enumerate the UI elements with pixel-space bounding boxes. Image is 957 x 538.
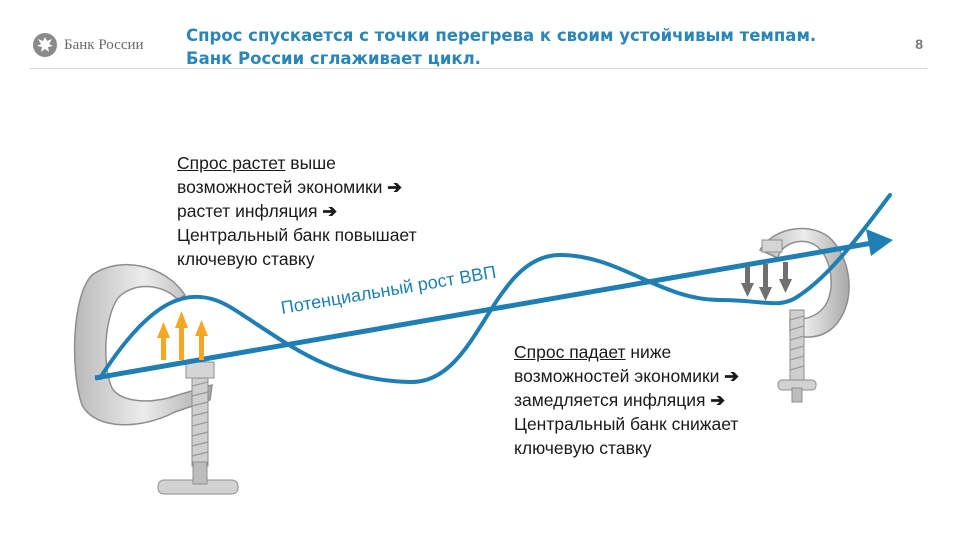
- up-arrows-icon: [157, 311, 208, 360]
- demand-rises-note: Спрос растет выше возможностей экономики…: [177, 151, 477, 271]
- note-top-line5: ключевую ставку: [177, 249, 315, 269]
- note-bottom-line1-rest: ниже: [625, 342, 672, 362]
- note-bottom-underlined: Спрос падает: [514, 342, 626, 362]
- header-divider: [30, 68, 927, 69]
- note-top-line2: возможностей экономики: [177, 177, 383, 197]
- potential-gdp-trend-line: [94, 239, 879, 381]
- down-arrows-icon: [741, 262, 792, 301]
- logo-text: Банк России: [64, 36, 144, 53]
- right-arrow-icon: ➔: [710, 390, 726, 410]
- note-bottom-line2: возможностей экономики: [514, 366, 720, 386]
- right-arrow-icon: ➔: [322, 201, 338, 221]
- note-bottom-line4: Центральный банк снижает: [514, 414, 739, 434]
- title-line-2: Банк России сглаживает цикл.: [186, 49, 481, 68]
- eagle-emblem-icon: [33, 33, 57, 57]
- note-top-line4: Центральный банк повышает: [177, 225, 417, 245]
- note-bottom-line3: замедляется инфляция: [514, 390, 706, 410]
- bank-logo: Банк России: [32, 30, 144, 60]
- right-arrow-icon: ➔: [387, 177, 402, 197]
- note-top-line3: растет инфляция: [177, 201, 318, 221]
- demand-falls-note: Спрос падает ниже возможностей экономики…: [514, 340, 814, 460]
- trend-arrowhead: [866, 229, 893, 256]
- note-bottom-line5: ключевую ставку: [514, 438, 652, 458]
- demand-wave: [98, 193, 892, 385]
- slide-number: 8: [915, 36, 923, 52]
- note-top-line1-rest: выше: [285, 153, 336, 173]
- title-line-1: Спрос спускается с точки перегрева к сво…: [186, 26, 817, 45]
- slide-title: Спрос спускается с точки перегрева к сво…: [186, 24, 886, 70]
- right-arrow-icon: ➔: [724, 366, 739, 386]
- right-clamp-icon: [758, 227, 850, 403]
- note-top-underlined: Спрос растет: [177, 153, 286, 173]
